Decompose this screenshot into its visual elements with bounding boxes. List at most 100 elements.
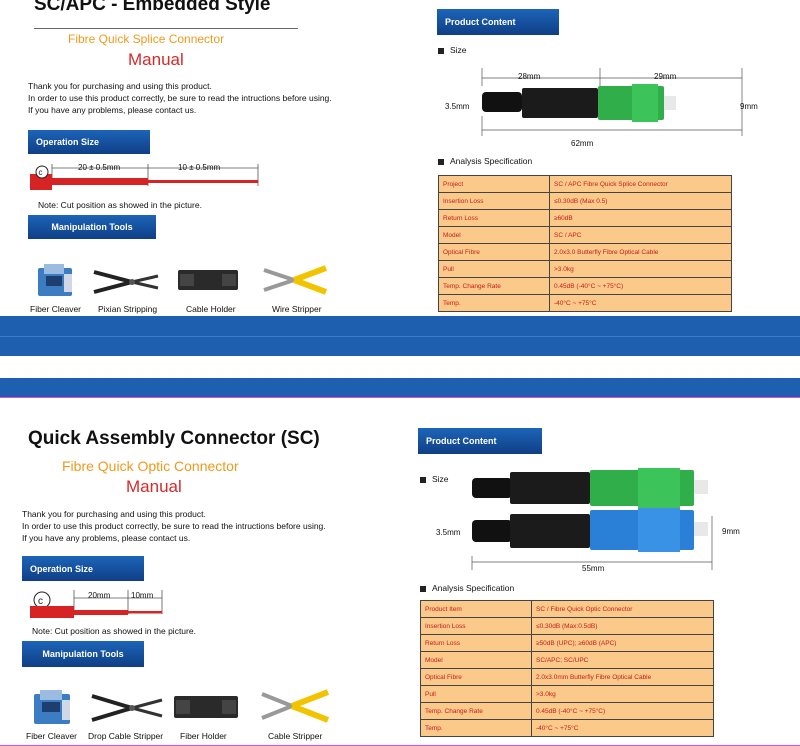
operation-size-header: Operation Size — [22, 556, 144, 581]
page-title: SC/APC - Embedded Style — [34, 0, 271, 15]
manipulation-tools-header: Manipulation Tools — [22, 641, 144, 667]
wire-stripper-icon — [263, 265, 328, 295]
tool-label: Fiber Cleaver — [30, 304, 82, 314]
dim-w: 9mm — [722, 527, 740, 536]
cut-note: Note: Cut position as showed in the pict… — [38, 200, 202, 210]
table-row: Temp.-40°C ~ +75°C — [438, 294, 732, 312]
tool-label: Cable Holder — [186, 304, 236, 314]
divider-band — [0, 378, 800, 397]
spec-key: Temp. Change Rate — [420, 702, 532, 720]
dim-w: 9mm — [740, 102, 758, 111]
tool-label: Wire Stripper — [272, 304, 322, 314]
cut-diagram: c — [30, 164, 259, 190]
intro-line: Thank you for purchasing and using this … — [22, 509, 206, 519]
divider-line — [0, 397, 800, 398]
cable-stripper-icon — [261, 689, 330, 723]
page-title: Quick Assembly Connector (SC) — [28, 428, 320, 449]
spec-key: Temp. — [438, 294, 550, 312]
spec-value: -40°C ~ +75°C — [531, 719, 714, 737]
dim-h: 3.5mm — [436, 528, 461, 537]
subtitle: Fibre Quick Optic Connector — [62, 458, 239, 474]
spec-value: ≥60dB — [549, 209, 732, 227]
fiber-cleaver-icon — [38, 264, 72, 296]
measure-right: 10mm — [131, 591, 154, 600]
spec-value: ≥50dB (UPC); ≥60dB (APC) — [531, 634, 714, 652]
subtitle: Fibre Quick Splice Connector — [68, 32, 225, 46]
product-content-header: Product Content — [437, 9, 559, 35]
dim-a: 28mm — [518, 72, 541, 81]
intro-line: If you have any problems, please contact… — [28, 105, 197, 115]
dim-h: 3.5mm — [445, 102, 470, 111]
spec-key: Project — [438, 175, 550, 193]
spec-value: ≤0.30dB (Max:0.5dB) — [531, 617, 714, 635]
manipulation-tools-header: Manipulation Tools — [28, 215, 156, 239]
intro-line: Thank you for purchasing and using this … — [28, 81, 212, 91]
fiber-holder-icon — [174, 696, 238, 718]
manual-heading: Manual — [126, 477, 182, 496]
divider-line — [0, 336, 800, 337]
spec-value: 2.0x3.0mm Butterfly Fibre Optical Cable — [531, 668, 714, 686]
table-row: Return Loss≥50dB (UPC); ≥60dB (APC) — [420, 634, 714, 652]
table-row: Insertion Loss≤0.30dB (Max:0.5dB) — [420, 617, 714, 635]
spec-value: >3.0kg — [531, 685, 714, 703]
table-row: Pull>3.0kg — [438, 260, 732, 278]
spec-value: ≤0.30dB (Max 0.5) — [549, 192, 732, 210]
spec-key: Optical Fibre — [438, 243, 550, 261]
intro-text: Thank you for purchasing and using this … — [28, 80, 332, 116]
spec-key: Temp. — [420, 719, 532, 737]
spec-key: Temp. Change Rate — [438, 277, 550, 295]
spec-value: >3.0kg — [549, 260, 732, 278]
intro-line: If you have any problems, please contact… — [22, 533, 191, 543]
spec-value: 0.45dB (-40°C ~ +75°C) — [531, 702, 714, 720]
cut-diagram: c — [30, 590, 163, 618]
dim-total: 62mm — [571, 139, 594, 148]
connector-size-diagram — [481, 68, 743, 136]
tool-label: Fiber Holder — [180, 731, 227, 741]
spec-value: 0.45dB (-40°C ~ +75°C) — [549, 277, 732, 295]
cable-holder-icon — [178, 270, 238, 290]
spec-key: Pull — [420, 685, 532, 703]
svg-text:c: c — [39, 168, 43, 177]
table-row: Pull>3.0kg — [420, 685, 714, 703]
spec-key: Return Loss — [420, 634, 532, 652]
spec-value: 2.0x3.0 Butterfly Fibre Optical Cable — [549, 243, 732, 261]
tool-label: Pixian Stripping — [98, 304, 158, 314]
tool-label: Drop Cable Stripper — [88, 731, 164, 741]
measure-left: 20 ± 0.5mm — [78, 163, 121, 172]
manual-heading: Manual — [128, 50, 184, 69]
spec-key: Product Item — [420, 600, 532, 618]
stripping-tool-icon — [93, 270, 159, 294]
spec-key: Return Loss — [438, 209, 550, 227]
tool-label: Fiber Cleaver — [26, 731, 78, 741]
stripping-tool-icon — [91, 694, 163, 722]
dim-total: 55mm — [582, 564, 605, 573]
spec-key: Insertion Loss — [420, 617, 532, 635]
svg-text:c: c — [38, 596, 43, 607]
measure-left: 20mm — [88, 591, 111, 600]
intro-text: Thank you for purchasing and using this … — [22, 508, 326, 544]
spec-value: SC / APC — [549, 226, 732, 244]
connector-size-diagram — [471, 468, 713, 570]
table-row: Return Loss≥60dB — [438, 209, 732, 227]
spec-key: Model — [420, 651, 532, 669]
tool-label: Cable Stripper — [268, 731, 323, 741]
spec-value: -40°C ~ +75°C — [549, 294, 732, 312]
table-row: Insertion Loss≤0.30dB (Max 0.5) — [438, 192, 732, 210]
intro-line: In order to use this product correctly, … — [22, 521, 326, 531]
measure-right: 10 ± 0.5mm — [178, 163, 221, 172]
spec-key: Optical Fibre — [420, 668, 532, 686]
spec-value: SC/APC; SC/UPC — [531, 651, 714, 669]
spec-key: Model — [438, 226, 550, 244]
dim-b: 29mm — [654, 72, 677, 81]
size-label: Size — [438, 45, 467, 55]
fiber-cleaver-icon — [34, 690, 70, 724]
size-label: Size — [420, 474, 449, 484]
analysis-spec-label: Analysis Specification — [438, 156, 532, 166]
analysis-spec-label: Analysis Specification — [420, 583, 514, 593]
